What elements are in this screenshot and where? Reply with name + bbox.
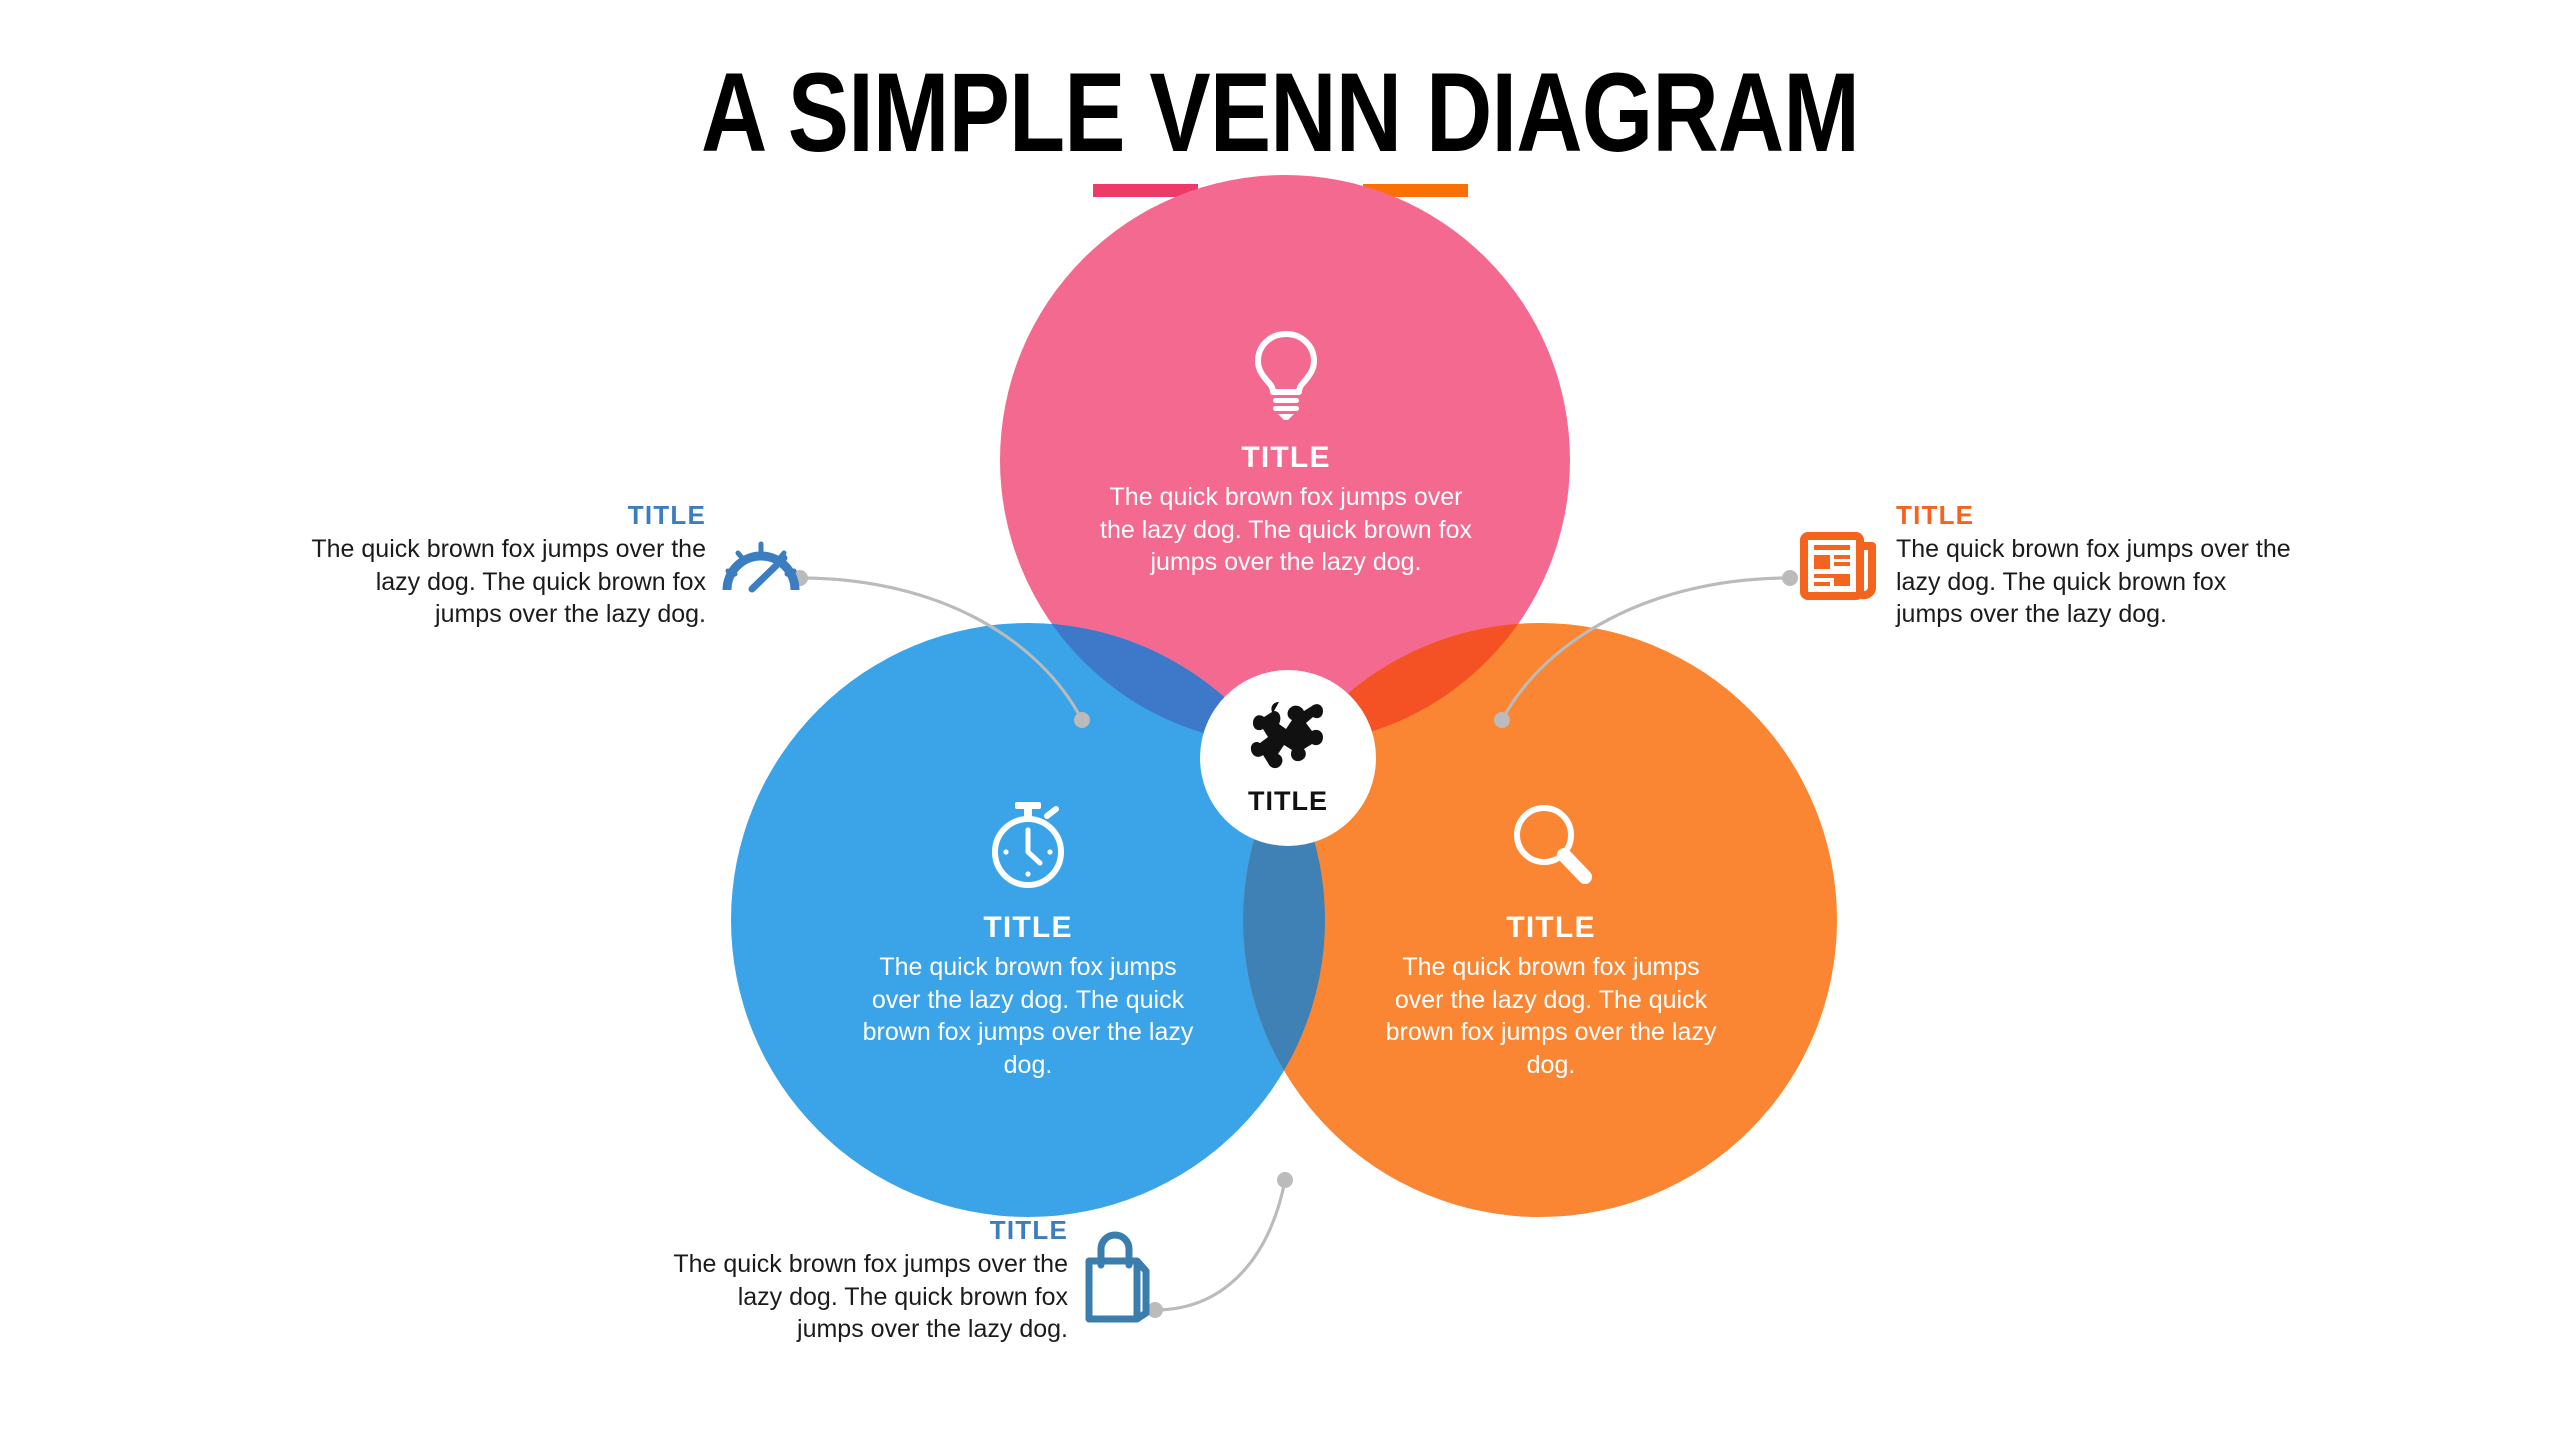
connector-right [1500,576,1791,721]
venn-segment-blue-body: The quick brown fox jumps over the lazy … [862,953,1194,1079]
accent-bar-group [0,184,2560,198]
venn-segment-blue[interactable]: TITLE The quick brown fox jumps over the… [855,800,1201,1081]
callout-left[interactable]: TITLE The quick brown fox jumps over the… [300,500,800,631]
venn-segment-orange-body: The quick brown fox jumps over the lazy … [1385,953,1717,1079]
callout-right-text: TITLE The quick brown fox jumps over the… [1896,500,2296,631]
venn-segment-orange-title: TITLE [1506,911,1596,944]
callout-left-title: TITLE [627,500,706,530]
magnifier-icon [1378,800,1724,895]
venn-segment-pink-title: TITLE [1241,441,1331,474]
callout-right-title: TITLE [1896,500,1975,530]
accent-bar-orange [1362,184,1468,198]
accent-bar-blue [1227,184,1333,198]
venn-segment-blue-title: TITLE [983,911,1073,944]
shopping-bag-icon [1084,1231,1150,1330]
page-title: A SIMPLE VENN DIAGRAM [700,50,1860,175]
connector-bottom [1154,1179,1287,1312]
callout-bottom-body: The quick brown fox jumps over the lazy … [673,1250,1068,1343]
callout-left-text: TITLE The quick brown fox jumps over the… [306,500,706,631]
connector-left-overlay [799,576,1084,721]
connector-dot-left-inner [1074,712,1090,728]
connector-dot-bottom-inner [1277,1172,1293,1188]
gauge-icon [722,532,800,599]
connector-left [799,576,1084,721]
header: A SIMPLE VENN DIAGRAM [0,50,2560,198]
venn-segment-orange[interactable]: TITLE The quick brown fox jumps over the… [1378,800,1724,1081]
callout-right-body: The quick brown fox jumps over the lazy … [1896,535,2291,628]
venn-center-hub-title: TITLE [1248,786,1328,816]
venn-segment-pink[interactable]: TITLE The quick brown fox jumps over the… [1090,330,1482,579]
venn-center-hub[interactable]: TITLE [1200,670,1376,846]
connector-right-overlay [1500,576,1791,721]
callout-right[interactable]: TITLE The quick brown fox jumps over the… [1800,500,2300,631]
connector-bottom-overlay [1154,1179,1287,1312]
callout-left-body: The quick brown fox jumps over the lazy … [311,535,706,628]
venn-segment-pink-body: The quick brown fox jumps over the lazy … [1100,483,1472,576]
callout-bottom-title: TITLE [989,1215,1068,1245]
callout-bottom[interactable]: TITLE The quick brown fox jumps over the… [620,1215,1150,1346]
stopwatch-icon [855,800,1201,895]
accent-bar-pink [1092,184,1198,198]
newspaper-icon [1800,526,1880,605]
connector-dot-right-inner [1494,712,1510,728]
connector-dot-right-outer [1782,570,1798,586]
lightbulb-icon [1090,330,1482,425]
callout-bottom-text: TITLE The quick brown fox jumps over the… [668,1215,1068,1346]
puzzle-piece-icon [1249,699,1327,778]
